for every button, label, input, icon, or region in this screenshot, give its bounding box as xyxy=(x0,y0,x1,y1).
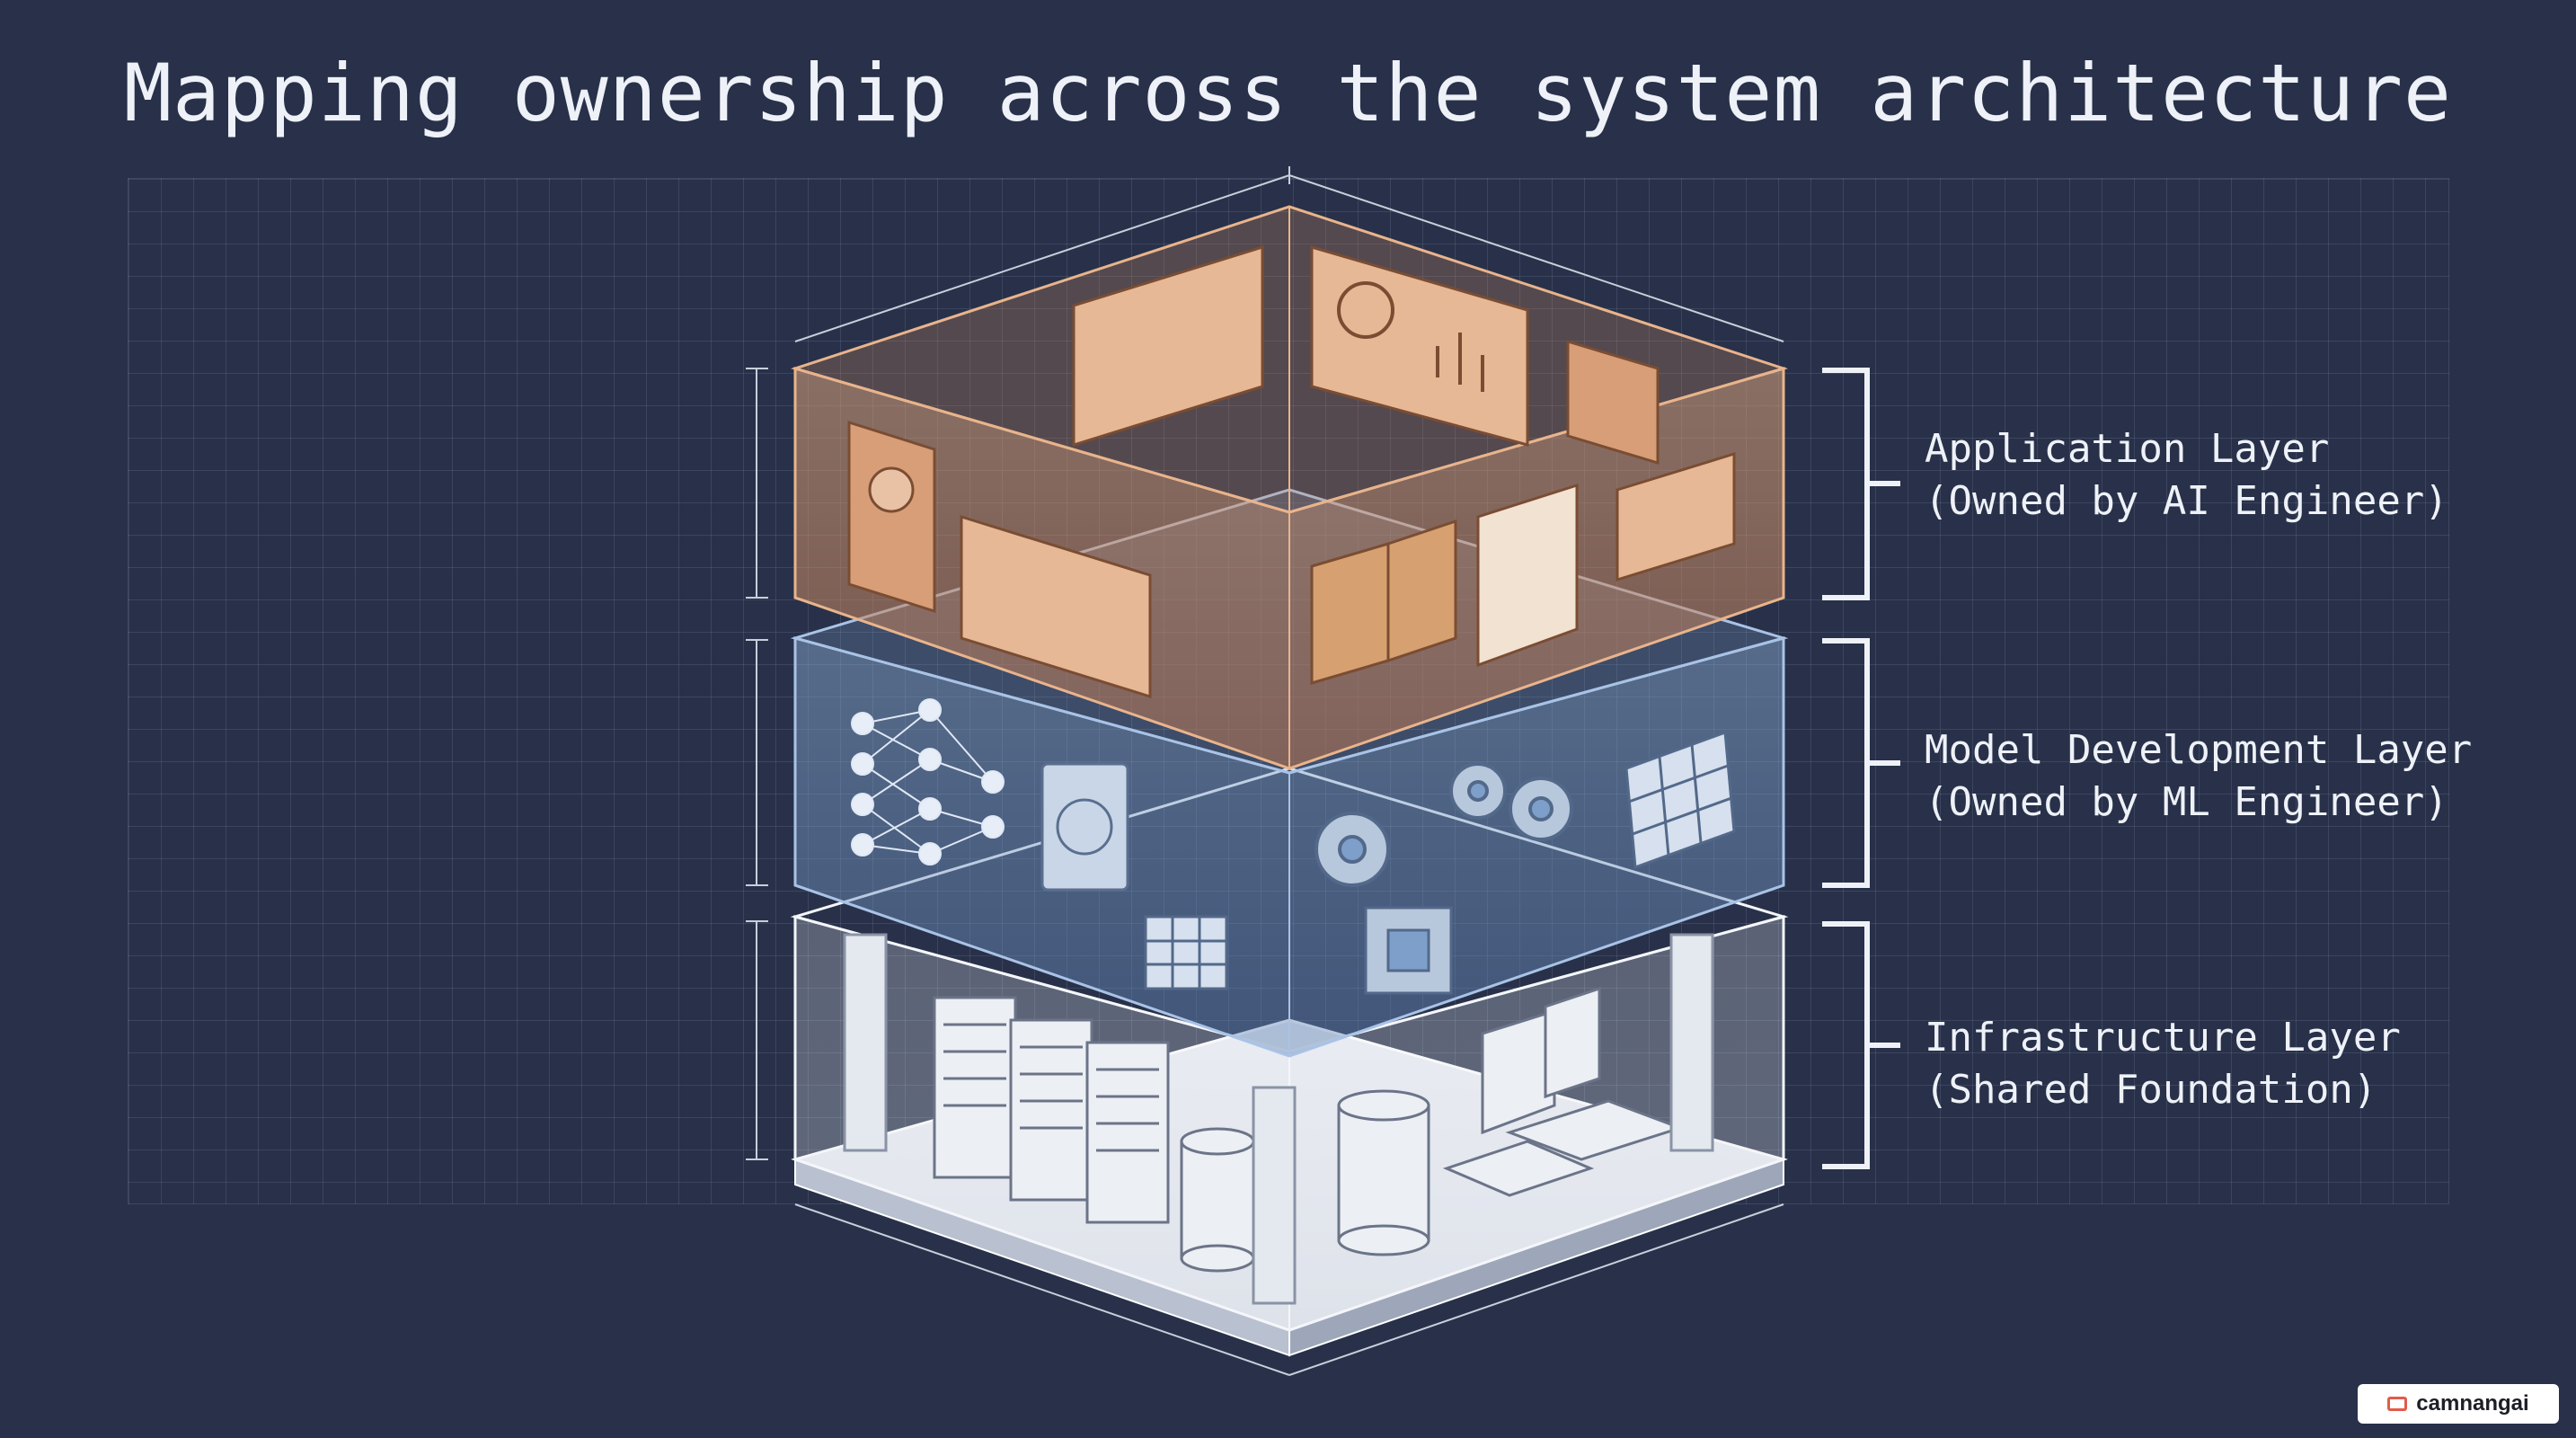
ui-window-icon xyxy=(960,244,1736,699)
profile-card-icon xyxy=(847,339,1660,614)
puzzle-icon xyxy=(1310,519,1457,686)
pillar-icon xyxy=(843,933,1714,1305)
infrastructure-bracket xyxy=(1822,921,1900,1169)
infrastructure-layer-label: Infrastructure Layer (Shared Foundation) xyxy=(1925,1012,2401,1116)
application-layer-box xyxy=(790,205,1789,770)
model-bracket xyxy=(1822,638,1900,888)
book-icon xyxy=(2387,1397,2408,1411)
database-icon xyxy=(1180,1089,1430,1273)
network-switch-icon xyxy=(1442,986,1685,1197)
diagram-title: Mapping ownership across the system arch… xyxy=(123,47,2453,139)
data-matrix-icon xyxy=(1144,730,1736,990)
gear-icon xyxy=(1315,762,1573,887)
server-rack-icon xyxy=(933,996,1170,1224)
chip-icon xyxy=(1364,906,1453,995)
application-layer-owner: (Owned by AI Engineer) xyxy=(1925,478,2448,524)
model-layer-label: Model Development Layer (Owned by ML Eng… xyxy=(1925,724,2472,829)
neural-network-icon xyxy=(851,698,1005,865)
model-layer-name: Model Development Layer xyxy=(1925,727,2473,773)
model-card-icon xyxy=(1040,762,1129,892)
infrastructure-layer-owner: (Shared Foundation) xyxy=(1925,1067,2377,1113)
chart-widget-icon xyxy=(1337,281,1484,392)
application-layer-label: Application Layer (Owned by AI Engineer) xyxy=(1925,423,2448,528)
infrastructure-layer-name: Infrastructure Layer xyxy=(1925,1015,2401,1061)
model-layer-owner: (Owned by ML Engineer) xyxy=(1925,779,2448,825)
watermark-badge: camnangai xyxy=(2358,1384,2559,1424)
application-layer-name: Application Layer xyxy=(1925,426,2330,472)
dimension-lines xyxy=(746,166,1784,1376)
application-bracket xyxy=(1822,368,1900,600)
watermark-text: camnangai xyxy=(2416,1391,2529,1416)
